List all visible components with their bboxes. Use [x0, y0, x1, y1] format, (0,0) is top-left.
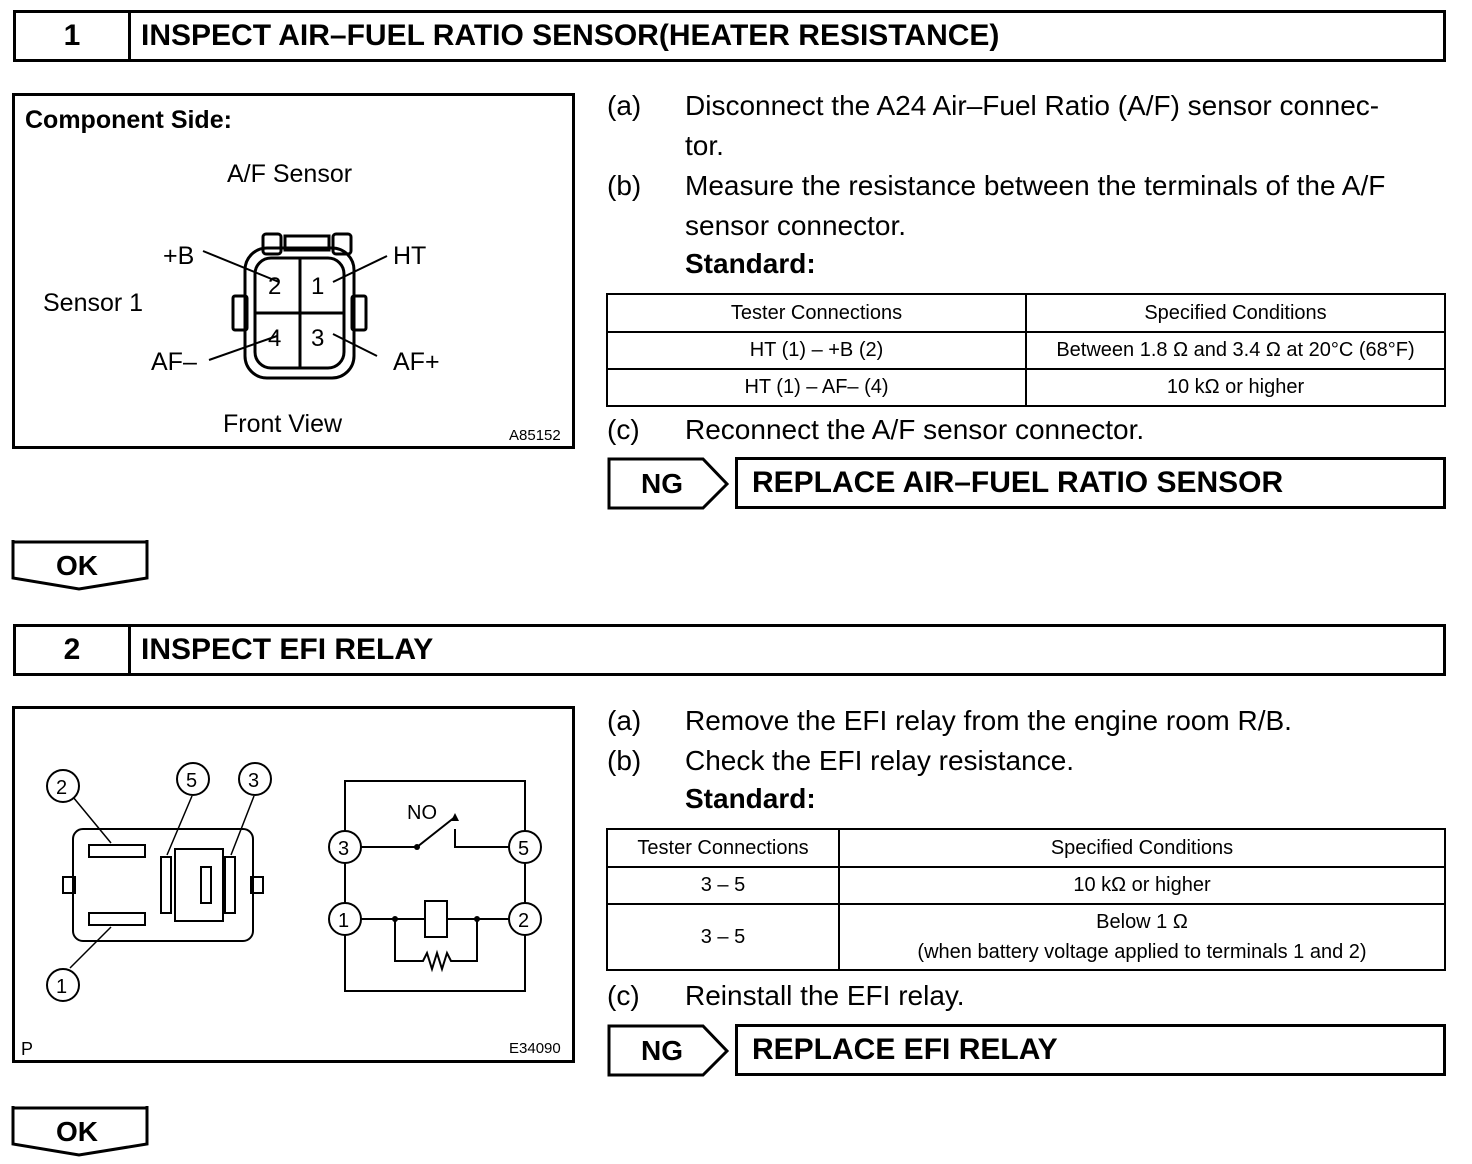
pin-leaders — [202, 250, 388, 361]
no-contact-label: NO — [407, 802, 437, 824]
table-row: 3 – 5 Below 1 Ω (when battery voltage ap… — [606, 903, 1446, 971]
af-sensor-figure: Component Side: A/F Sensor Sensor 1 Fron… — [12, 93, 575, 449]
table-cell: Below 1 Ω (when battery voltage applied … — [838, 903, 1446, 971]
step-text: sensor connector. — [685, 210, 907, 241]
component-side-label: Component Side: — [25, 106, 232, 134]
s1-ng-action: REPLACE AIR–FUEL RATIO SENSOR — [735, 457, 1446, 509]
s2-ng-arrow: NG — [607, 1024, 730, 1077]
schematic-terminal-3: 3 — [338, 838, 349, 860]
s1-ok-tab: OK — [11, 540, 149, 591]
table-row: HT (1) – +B (2) Between 1.8 Ω and 3.4 Ω … — [606, 331, 1446, 370]
section1-header: 1 INSPECT AIR–FUEL RATIO SENSOR(HEATER R… — [13, 10, 1446, 62]
relay-terminal-2: 2 — [56, 777, 67, 799]
table-row: 3 – 5 10 kΩ or higher — [606, 866, 1446, 905]
step-label: (c) — [607, 414, 640, 445]
figure-corner-label: P — [21, 1039, 33, 1059]
s2-ok-tab: OK — [11, 1106, 149, 1157]
table-cell: 10 kΩ or higher — [838, 866, 1446, 905]
section1-title: INSPECT AIR–FUEL RATIO SENSOR(HEATER RES… — [141, 19, 1000, 52]
step-text: Reconnect the A/F sensor connector. — [685, 414, 1145, 445]
table-cell-line: Below 1 Ω — [1096, 911, 1188, 933]
efi-relay-diagram: 2 5 3 1 3 5 1 2 NO P — [21, 762, 561, 1059]
section2-header: 2 INSPECT EFI RELAY — [13, 624, 1446, 676]
s1-ng-arrow: NG — [607, 457, 730, 510]
section2-number: 2 — [16, 627, 131, 673]
relay-terminal-circles — [46, 762, 272, 1002]
ng-label: NG — [641, 468, 683, 499]
s2-ng-action: REPLACE EFI RELAY — [735, 1024, 1446, 1076]
relay-body — [62, 828, 264, 942]
pin-b-label: +B — [163, 242, 194, 270]
pin-2-label: 2 — [268, 273, 281, 300]
table-header-row: Tester Connections Specified Conditions — [606, 828, 1446, 868]
pin-3-label: 3 — [311, 325, 324, 352]
table-cell: 3 – 5 — [606, 866, 840, 905]
ok-label: OK — [56, 1116, 98, 1147]
ok-label: OK — [56, 550, 98, 581]
pin-ht-label: HT — [393, 242, 426, 270]
af-sensor-connector-diagram: Component Side: A/F Sensor Sensor 1 Fron… — [25, 106, 561, 444]
sensor-1-label: Sensor 1 — [43, 289, 143, 317]
relay-terminal-5: 5 — [186, 770, 197, 792]
s2-standard-label: Standard: — [685, 783, 816, 814]
table-header: Specified Conditions — [838, 828, 1446, 868]
ng-label: NG — [641, 1035, 683, 1066]
table-cell-line: (when battery voltage applied to termina… — [917, 941, 1367, 963]
schematic-terminal-2: 2 — [518, 910, 529, 932]
table-header-row: Tester Connections Specified Conditions — [606, 293, 1446, 333]
step-label: (b) — [607, 745, 642, 776]
section2-title: INSPECT EFI RELAY — [141, 633, 434, 666]
step-text: Measure the resistance between the termi… — [685, 170, 1386, 201]
step-label: (a) — [607, 705, 642, 736]
schematic-terminal-5: 5 — [518, 838, 529, 860]
table-header: Specified Conditions — [1025, 293, 1446, 333]
table-cell: 3 – 5 — [606, 903, 840, 971]
s2-spec-table: Tester Connections Specified Conditions … — [606, 828, 1446, 971]
figure-code: E34090 — [509, 1040, 561, 1057]
relay-terminal-3: 3 — [248, 770, 259, 792]
s1-standard-label: Standard: — [685, 248, 816, 279]
table-cell: HT (1) – +B (2) — [606, 331, 1027, 370]
table-row: HT (1) – AF– (4) 10 kΩ or higher — [606, 368, 1446, 407]
front-view-label: Front View — [223, 410, 343, 438]
arrow-icon — [451, 813, 459, 821]
pin-4-label: 4 — [268, 325, 281, 352]
step-label: (a) — [607, 90, 642, 121]
table-cell: HT (1) – AF– (4) — [606, 368, 1027, 407]
step-text: tor. — [685, 130, 724, 161]
pin-afp-label: AF+ — [393, 348, 440, 376]
step-text: Remove the EFI relay from the engine roo… — [685, 705, 1292, 736]
step-label: (c) — [607, 980, 640, 1011]
step-text: Reinstall the EFI relay. — [685, 980, 965, 1011]
relay-leaders — [69, 795, 255, 969]
efi-relay-figure: 2 5 3 1 3 5 1 2 NO P — [12, 706, 575, 1063]
pin-1-label: 1 — [311, 273, 324, 300]
step-text: Disconnect the A24 Air–Fuel Ratio (A/F) … — [685, 90, 1380, 121]
table-cell: 10 kΩ or higher — [1025, 368, 1446, 407]
section1-number: 1 — [16, 13, 131, 59]
table-cell: Between 1.8 Ω and 3.4 Ω at 20°C (68°F) — [1025, 331, 1446, 370]
s1-spec-table: Tester Connections Specified Conditions … — [606, 293, 1446, 407]
af-sensor-label: A/F Sensor — [227, 160, 352, 188]
step-text: Check the EFI relay resistance. — [685, 745, 1075, 776]
table-header: Tester Connections — [606, 293, 1027, 333]
step-label: (b) — [607, 170, 642, 201]
table-header: Tester Connections — [606, 828, 840, 868]
schematic-terminal-circles — [328, 830, 542, 936]
schematic-terminal-1: 1 — [338, 910, 349, 932]
pin-afm-label: AF– — [151, 348, 197, 376]
figure-code: A85152 — [509, 427, 561, 444]
connector-shape — [231, 232, 368, 380]
relay-terminal-1: 1 — [56, 976, 67, 998]
